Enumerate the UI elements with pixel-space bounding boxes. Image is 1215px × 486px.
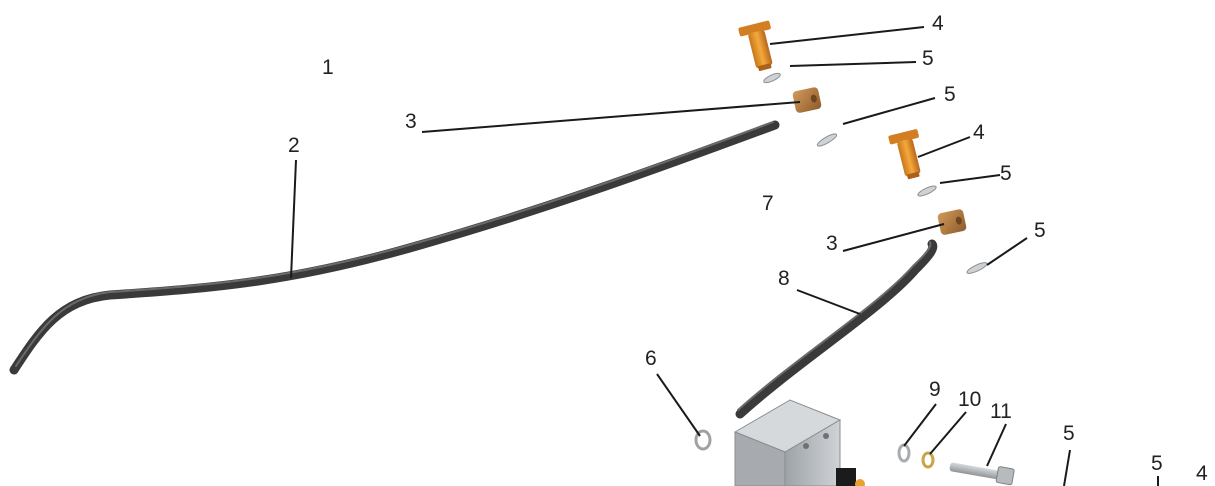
hose-part-2-highlight [15,121,774,367]
leader-5-a [789,61,917,67]
bolt-part-11 [949,462,1015,486]
seal-part-5-a [763,72,781,84]
callout-5-e: 5 [1063,422,1075,445]
callout-4-lower: 4 [973,121,985,144]
callout-4-right: 4 [1196,462,1208,485]
fitting-part-4-upper [738,20,773,71]
leader-11 [986,423,1007,467]
seal-part-5-b [816,133,838,147]
leader-9 [903,403,937,447]
seal-part-5-d [966,262,988,274]
callout-8: 8 [778,267,790,290]
leader-4-upper [769,26,925,45]
hose-part-8 [735,239,938,419]
washer-part-6 [694,429,712,451]
callout-3-upper: 3 [405,110,417,133]
callout-1: 1 [322,56,334,79]
callout-4-upper: 4 [932,12,944,35]
hose-part-8-highlight [737,241,932,411]
callout-6: 6 [645,347,657,370]
callout-5-d: 5 [1034,219,1046,242]
callout-7: 7 [762,192,774,215]
callout-5-b: 5 [944,83,956,106]
leader-8 [796,289,861,315]
leader-3-upper [421,101,801,133]
leader-5-d [986,237,1028,266]
callout-11: 11 [990,400,1012,423]
callout-5-c: 5 [1000,162,1012,185]
hose-part-2 [9,120,780,375]
leader-5-e [1063,449,1071,486]
callout-9: 9 [929,378,941,401]
washer-part-10 [921,451,935,469]
leader-4-lower [917,136,971,158]
fitting-part-3-lower [937,209,967,235]
seal-part-5-c [917,185,937,197]
leader-2 [290,159,297,279]
leader-5-c [939,174,1001,184]
washer-part-9 [897,443,911,463]
callout-2: 2 [288,134,300,157]
fitting-part-3-upper [792,87,822,113]
leader-3-lower [842,223,945,252]
leader-6 [656,373,701,437]
callout-5-a: 5 [922,47,934,70]
leader-5-b [842,97,936,125]
callout-5-f: 5 [1151,452,1163,475]
leader-10 [929,411,967,455]
fitting-part-4-lower [888,129,921,180]
callout-3-lower: 3 [826,232,838,255]
callout-10: 10 [958,388,981,411]
valve-block [733,399,865,486]
